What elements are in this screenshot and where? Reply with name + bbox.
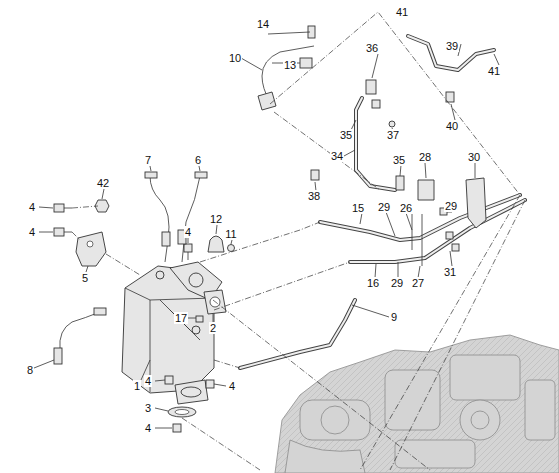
callout-number: 35 xyxy=(339,129,353,141)
callout-number: 41 xyxy=(487,65,501,77)
callout-number: 38 xyxy=(307,190,321,202)
callout-number: 15 xyxy=(351,202,365,214)
leader-lines xyxy=(34,12,525,470)
callout-number: 4 xyxy=(28,201,36,213)
callout-number: 35 xyxy=(392,154,406,166)
callout-number: 3 xyxy=(144,402,152,414)
callout-number: 16 xyxy=(366,277,380,289)
callout-number: 13 xyxy=(283,59,297,71)
callout-number: 41 xyxy=(395,6,409,18)
callout-number: 26 xyxy=(399,202,413,214)
callout-number: 4 xyxy=(144,422,152,434)
callout-number: 4 xyxy=(28,226,36,238)
callout-number: 14 xyxy=(256,18,270,30)
callout-number: 7 xyxy=(144,154,152,166)
engine-assembly xyxy=(275,335,559,473)
callout-number: 27 xyxy=(411,277,425,289)
callout-number: 36 xyxy=(365,42,379,54)
callout-number: 29 xyxy=(377,201,391,213)
callout-number: 29 xyxy=(444,200,458,212)
callout-number: 30 xyxy=(467,151,481,163)
callout-number: 11 xyxy=(224,228,237,240)
sensors xyxy=(54,172,207,364)
callout-number: 10 xyxy=(228,52,242,64)
callout-number: 12 xyxy=(209,213,223,225)
callout-number: 28 xyxy=(418,151,432,163)
callout-number: 37 xyxy=(386,129,400,141)
callout-number: 39 xyxy=(445,40,459,52)
particulate-filter xyxy=(122,262,222,404)
callout-number: 8 xyxy=(26,364,34,376)
callout-number: 2 xyxy=(209,322,217,334)
callout-number: 6 xyxy=(194,154,202,166)
callout-number: 4 xyxy=(228,380,236,392)
bracket xyxy=(76,232,106,266)
callout-number: 5 xyxy=(81,272,89,284)
callout-number: 17 xyxy=(174,312,188,324)
callout-number: 1 xyxy=(133,380,141,392)
callout-number: 42 xyxy=(96,177,110,189)
callout-number: 29 xyxy=(390,277,404,289)
callout-number: 4 xyxy=(184,226,192,238)
callout-number: 34 xyxy=(330,150,344,162)
callout-number: 31 xyxy=(443,266,457,278)
callout-number: 4 xyxy=(144,375,152,387)
callout-number: 40 xyxy=(445,120,459,132)
callout-number: 9 xyxy=(390,311,398,323)
